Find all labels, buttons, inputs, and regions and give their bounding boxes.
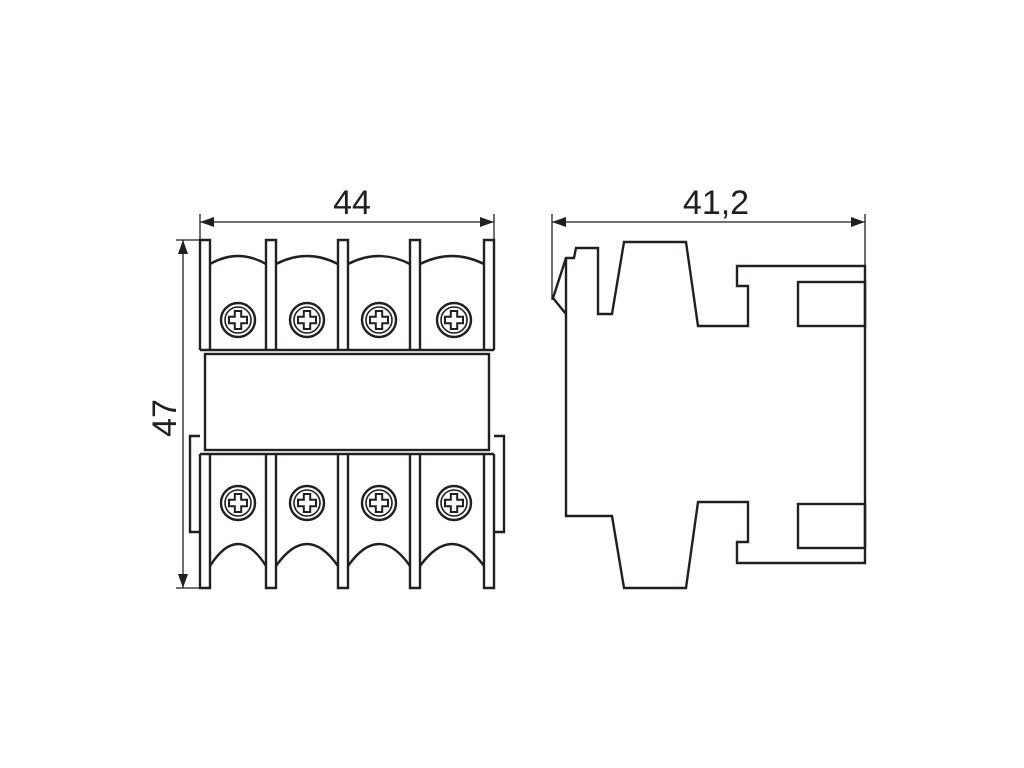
width-dimension: 44 bbox=[199, 184, 495, 240]
side-view bbox=[551, 240, 867, 590]
screw-bottom-3 bbox=[360, 484, 398, 522]
top-terminal-arches bbox=[209, 254, 485, 266]
bottom-terminal-arches bbox=[208, 542, 485, 567]
front-label-band bbox=[203, 352, 491, 452]
front-view bbox=[188, 238, 506, 590]
side-view-latch bbox=[551, 257, 568, 315]
side-view-upper-cavity bbox=[796, 280, 867, 328]
screw-top-3 bbox=[360, 301, 398, 339]
terminal-screws bbox=[219, 301, 473, 522]
depth-dimension-label: 41,2 bbox=[683, 184, 749, 222]
height-dimension: 47 bbox=[146, 239, 200, 589]
screw-bottom-4 bbox=[435, 484, 473, 522]
top-terminal-walls bbox=[198, 238, 496, 350]
depth-dimension: 41,2 bbox=[551, 184, 866, 300]
screw-top-1 bbox=[219, 301, 257, 339]
height-dimension-label: 47 bbox=[146, 399, 184, 437]
left-mounting-tab bbox=[188, 434, 200, 534]
screw-bottom-2 bbox=[288, 484, 326, 522]
screw-top-2 bbox=[288, 301, 326, 339]
side-view-outline bbox=[564, 240, 867, 590]
bottom-terminal-walls bbox=[198, 454, 496, 590]
screw-bottom-1 bbox=[219, 484, 257, 522]
screw-top-4 bbox=[435, 301, 473, 339]
width-dimension-label: 44 bbox=[333, 184, 371, 222]
right-mounting-tab bbox=[494, 434, 506, 534]
side-view-lower-cavity bbox=[796, 502, 867, 550]
